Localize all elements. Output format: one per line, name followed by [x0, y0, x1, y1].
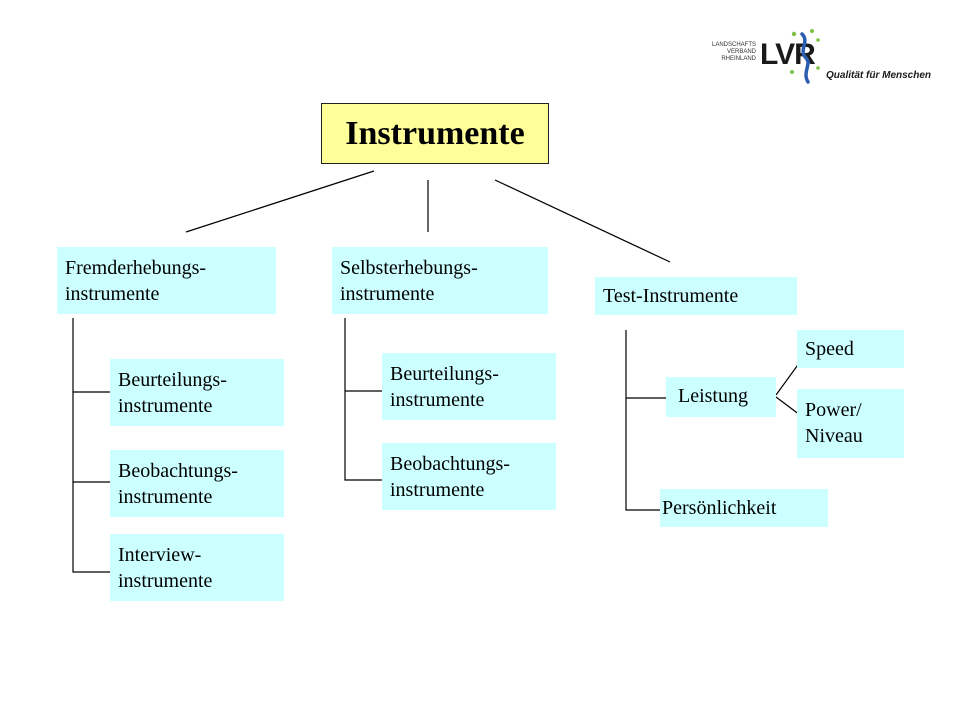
node-label-line2: instrumente — [118, 395, 213, 417]
node-leistung: Leistung — [666, 377, 776, 417]
node-label-line2: instrumente — [390, 389, 485, 411]
connector-root-fremd — [185, 170, 375, 233]
node-fremd-beurteilungsinstrumente: Beurteilungs- instrumente — [110, 359, 284, 426]
bracket-selbst — [344, 318, 382, 481]
node-label-line2: instrumente — [65, 283, 160, 305]
node-label-line1: Interview- — [118, 544, 202, 566]
logo-tagline: Qualität für Menschen — [826, 70, 932, 81]
node-speed: Speed — [797, 330, 904, 368]
node-label-line1: Power/ — [805, 399, 862, 421]
bracket-test — [625, 330, 660, 511]
node-test-instrumente: Test-Instrumente — [595, 277, 797, 315]
logo-river-mark-icon — [790, 29, 820, 84]
node-label-line1: Test-Instrumente — [603, 285, 739, 307]
node-label: Leistung — [678, 385, 748, 407]
node-label-line1: Beobachtungs- — [390, 453, 510, 475]
root-node-instrumente: Instrumente — [321, 103, 549, 164]
node-label-line2: instrumente — [118, 486, 213, 508]
node-selbsterhebungsinstrumente: Selbsterhebungs- instrumente — [332, 247, 548, 314]
node-selbst-beurteilungsinstrumente: Beurteilungs- instrumente — [382, 353, 556, 420]
node-selbst-beobachtungsinstrumente: Beobachtungs- instrumente — [382, 443, 556, 510]
logo-org-name: LANDSCHAFTS VERBAND RHEINLAND — [712, 42, 757, 62]
node-fremd-beobachtungsinstrumente: Beobachtungs- instrumente — [110, 450, 284, 517]
node-label-line1: Beurteilungs- — [390, 363, 499, 385]
node-label-line2: instrumente — [390, 479, 485, 501]
bracket-fremd — [72, 318, 110, 573]
lvr-logo: LANDSCHAFTS VERBAND RHEINLAND LVR Qualit… — [712, 28, 931, 90]
node-label-line1: Fremderhebungs- — [65, 257, 207, 279]
node-power-niveau: Power/ Niveau — [797, 389, 904, 458]
node-label-line2: instrumente — [340, 283, 435, 305]
connector-leistung-speed — [775, 361, 801, 396]
connector-root-test — [494, 179, 671, 263]
node-label: Persönlichkeit — [662, 497, 777, 519]
node-label-line2: instrumente — [118, 570, 213, 592]
node-persoenlichkeit: Persönlichkeit — [660, 489, 828, 527]
node-label-line1: Speed — [805, 338, 854, 360]
connector-leistung-power — [775, 396, 801, 416]
node-fremderhebungsinstrumente: Fremderhebungs- instrumente — [57, 247, 276, 314]
node-label-line2: Niveau — [805, 425, 863, 447]
node-fremd-interviewinstrumente: Interview- instrumente — [110, 534, 284, 601]
node-label-line1: Beobachtungs- — [118, 460, 238, 482]
node-label-line1: Selbsterhebungs- — [340, 257, 478, 279]
node-label-line1: Beurteilungs- — [118, 369, 227, 391]
root-label: Instrumente — [345, 115, 525, 152]
